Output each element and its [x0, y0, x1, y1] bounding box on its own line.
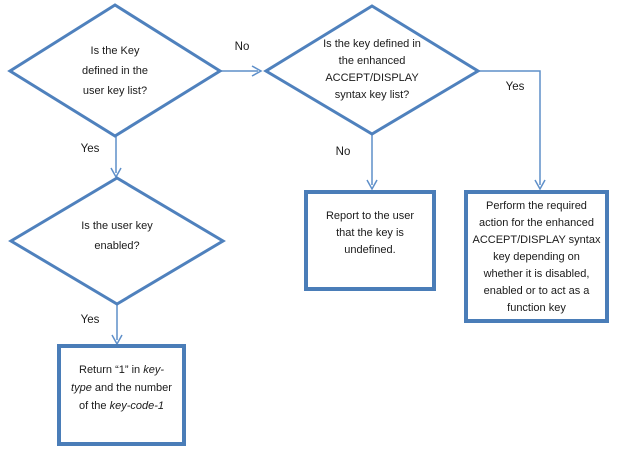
decision-diamond-enhanced-syntax-list: [263, 4, 481, 136]
process-line: Report to the user: [325, 210, 415, 222]
edge-label-no-d2-report: No: [335, 146, 351, 158]
process-line: key depending on: [493, 251, 580, 263]
process-line: ACCEPT/DISPLAY syntax: [472, 234, 601, 246]
arrowhead-down: [534, 179, 546, 191]
process-line: action for the enhanced: [479, 217, 594, 229]
decision-diamond-user-key-enabled: [8, 176, 226, 306]
process-line: whether it is disabled,: [483, 268, 590, 280]
process-perform-action: Perform the required action for the enha…: [464, 190, 609, 323]
process-line: type and the number: [71, 382, 172, 394]
process-line: Perform the required: [486, 200, 587, 212]
arrowhead-down: [366, 179, 378, 191]
process-line: undefined.: [344, 244, 396, 256]
arrowhead-right: [251, 65, 263, 77]
process-line: that the key is: [336, 227, 404, 239]
connector-yes-d2-to-perform: [478, 70, 541, 185]
process-line: enabled or to act as a: [483, 285, 590, 297]
process-line: Return “1” in key-: [79, 364, 164, 376]
edge-label-yes-d1-d3: Yes: [80, 143, 100, 155]
edge-label-yes-d3-return: Yes: [80, 314, 100, 326]
decision-diamond-user-key-list: [7, 3, 223, 138]
edge-label-yes-d2-perform: Yes: [505, 81, 525, 93]
process-line: of the key-code-1: [79, 400, 164, 412]
process-line: function key: [507, 302, 566, 314]
edge-label-no-d1-d2: No: [234, 41, 250, 53]
process-report-undefined: Report to the user that the key is undef…: [304, 190, 436, 291]
process-return-key-type: Return “1” in key- type and the number o…: [57, 344, 186, 446]
